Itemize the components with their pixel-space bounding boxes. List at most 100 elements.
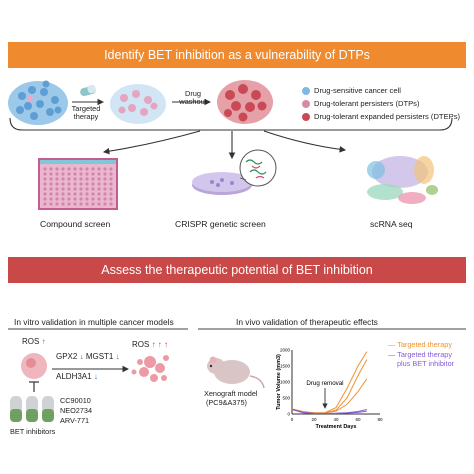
- plate-well: [55, 182, 59, 186]
- plate-well: [109, 182, 113, 186]
- plate-well: [97, 172, 101, 176]
- plate-well: [97, 187, 101, 191]
- plate-well: [67, 167, 71, 171]
- plate-well: [79, 202, 83, 206]
- plate-well: [55, 172, 59, 176]
- plate-well: [103, 167, 107, 171]
- legend-item-dtep: Drug-tolerant expanded persisters (DTEPs…: [302, 112, 460, 121]
- plate-well: [67, 172, 71, 176]
- plate-well: [73, 187, 77, 191]
- plate-well: [109, 202, 113, 206]
- legend-label: Drug-sensitive cancer cell: [314, 86, 401, 95]
- plate-well: [55, 167, 59, 171]
- gene-mgst1: MGST1: [85, 352, 114, 361]
- legend-label: Drug-tolerant persisters (DTPs): [314, 99, 420, 108]
- series-line: [291, 409, 367, 415]
- inhibitor-2: NEO2734: [60, 406, 93, 415]
- plate-well: [49, 172, 53, 176]
- plate-well: [97, 167, 101, 171]
- title-in-vitro: In vitro validation in multiple cancer m…: [14, 317, 174, 327]
- plate-well: [49, 167, 53, 171]
- plate-well: [91, 192, 95, 196]
- plate-well: [61, 177, 65, 181]
- legend-item-sensitive: Drug-sensitive cancer cell: [302, 86, 401, 95]
- plate-well: [61, 192, 65, 196]
- plate-well: [55, 197, 59, 201]
- plate-well: [49, 187, 53, 191]
- sensitive-cell-cluster: [8, 80, 68, 125]
- scrna-umap-icon: [367, 156, 438, 204]
- inhibitor-3: ARV-771: [60, 416, 90, 425]
- plate-well: [97, 177, 101, 181]
- mouse-icon: [207, 356, 265, 389]
- plate-well: [109, 192, 113, 196]
- plate-well: [79, 172, 83, 176]
- xenograft-label-2: (PC9&A375): [206, 398, 247, 407]
- plate-well: [67, 192, 71, 196]
- plate-well: [109, 197, 113, 201]
- legend-targeted-text: Targeted therapy: [397, 340, 452, 349]
- caption-crispr-screen: CRISPR genetic screen: [175, 219, 266, 229]
- series-line: [291, 351, 368, 414]
- plate-well: [55, 177, 59, 181]
- aldh3a1-down-arrow: ↓: [93, 372, 98, 381]
- plate-well: [103, 187, 107, 191]
- plate-well: [43, 197, 47, 201]
- legend-bet-therapy: — Targeted therapy: [388, 350, 452, 359]
- plate-well: [55, 202, 59, 206]
- title-in-vivo: In vivo validation of therapeutic effect…: [236, 317, 378, 327]
- plate-well: [85, 202, 89, 206]
- plate-well: [85, 182, 89, 186]
- y-axis-label: Tumor Volume (mm3): [276, 354, 282, 410]
- damaged-cell-icon: [131, 355, 169, 382]
- gene-aldh3a1: ALDH3A1: [56, 372, 92, 381]
- legend-bet-therapy-2: plus BET inhibitor: [397, 359, 455, 368]
- banner-identify: Identify BET inhibition as a vulnerabili…: [8, 42, 466, 68]
- plate-well: [67, 197, 71, 201]
- ros-top-text: ROS: [22, 337, 40, 346]
- ros-top-label: ROS ↑: [22, 337, 46, 347]
- plate-well: [85, 172, 89, 176]
- plate-well: [109, 172, 113, 176]
- y-tick-label: 1500: [280, 364, 291, 369]
- plate-well: [109, 177, 113, 181]
- label-drug-washout: Drug washout: [179, 89, 207, 106]
- plate-well: [79, 167, 83, 171]
- plate-well: [73, 172, 77, 176]
- plate-well: [103, 177, 107, 181]
- plate-well: [79, 177, 83, 181]
- plate-well: [61, 182, 65, 186]
- plate-well: [85, 192, 89, 196]
- plate-well: [73, 177, 77, 181]
- x-tick-label: 20: [311, 417, 317, 422]
- legend-line-targeted: —: [388, 340, 398, 349]
- plate-well: [109, 167, 113, 171]
- plate-well: [103, 192, 107, 196]
- plate-well: [91, 177, 95, 181]
- gene-gpx2: GPX2: [56, 352, 78, 361]
- plate-well: [79, 197, 83, 201]
- plate-well: [85, 187, 89, 191]
- x-tick-label: 0: [291, 417, 294, 422]
- mgst1-down-arrow: ↓: [115, 352, 120, 361]
- ros-triple-up-arrows: ↑ ↑ ↑: [151, 340, 169, 349]
- plate-well: [67, 187, 71, 191]
- y-tick-label: 2000: [280, 348, 291, 353]
- caption-compound-screen: Compound screen: [40, 219, 111, 229]
- plate-well: [61, 167, 65, 171]
- plate-well: [97, 192, 101, 196]
- plate-well: [103, 197, 107, 201]
- caption-scrna-seq: scRNA seq: [370, 219, 413, 229]
- plate-well: [43, 182, 47, 186]
- plate-well: [91, 172, 95, 176]
- plate-well: [97, 202, 101, 206]
- plate-well: [67, 202, 71, 206]
- plate-well: [103, 182, 107, 186]
- plate-well: [67, 182, 71, 186]
- plate-well: [61, 187, 65, 191]
- x-tick-label: 60: [355, 417, 361, 422]
- plate-well: [73, 192, 77, 196]
- plate-well: [79, 192, 83, 196]
- y-tick-label: 0: [287, 412, 290, 417]
